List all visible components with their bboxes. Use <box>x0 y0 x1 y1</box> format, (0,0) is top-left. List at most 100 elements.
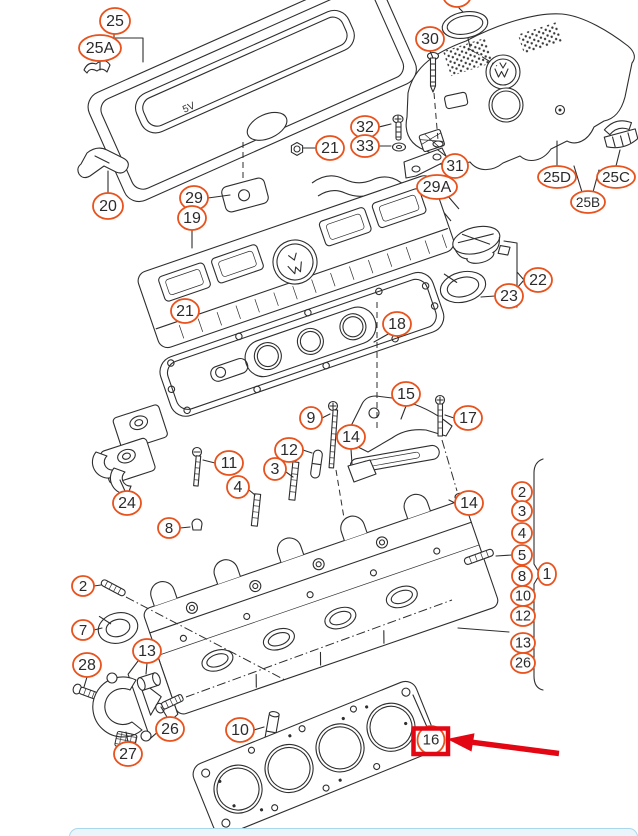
bolt-11-part <box>191 446 203 487</box>
callout-31[interactable]: 31 <box>441 153 469 179</box>
callout-26[interactable]: 26 <box>510 652 536 674</box>
callout-32[interactable]: 32 <box>350 115 380 139</box>
bolt-28-part <box>72 683 98 700</box>
callout-15[interactable]: 15 <box>391 381 421 407</box>
callout-25C[interactable]: 25C <box>596 165 636 189</box>
callout-13[interactable]: 13 <box>132 638 162 664</box>
svg-text:21: 21 <box>176 303 194 320</box>
wedge-14-part <box>347 459 377 483</box>
callout-23[interactable]: 23 <box>494 283 524 309</box>
svg-text:20: 20 <box>99 198 117 215</box>
callout-13[interactable]: 13 <box>510 632 536 654</box>
callout-25B[interactable]: 25B <box>570 190 606 214</box>
callout-24[interactable]: 24 <box>112 490 142 516</box>
svg-text:22: 22 <box>529 272 547 289</box>
callout-12[interactable]: 12 <box>510 605 536 627</box>
callout-22[interactable]: 22 <box>523 267 553 293</box>
head-stud-part <box>463 548 494 565</box>
svg-text:26: 26 <box>515 656 531 672</box>
svg-text:14: 14 <box>460 495 478 512</box>
callout-2[interactable]: 2 <box>71 575 95 597</box>
svg-text:5: 5 <box>518 547 526 564</box>
svg-text:3: 3 <box>271 461 280 478</box>
callout-25D[interactable]: 25D <box>537 165 577 189</box>
nut-21-upper <box>290 141 304 156</box>
svg-text:8: 8 <box>165 520 173 537</box>
valve-cover-part <box>137 175 460 349</box>
elbow-part <box>77 147 129 179</box>
callout-2[interactable]: 2 <box>511 481 533 503</box>
callout-10[interactable]: 10 <box>510 585 536 607</box>
cover-gasket-part <box>159 271 445 417</box>
callout-25A[interactable]: 25A <box>78 34 122 62</box>
callout-26[interactable]: 26 <box>155 716 185 742</box>
callout-27[interactable]: 27 <box>113 741 143 767</box>
bracket-29a-part <box>403 147 449 179</box>
callout-9[interactable]: 9 <box>299 406 323 430</box>
oil-cap-part <box>452 225 511 264</box>
callout-25[interactable]: 25 <box>99 7 131 35</box>
cap-8-part <box>191 518 203 531</box>
svg-text:29A: 29A <box>423 179 452 196</box>
highlight-callout-label: 16 <box>423 732 440 749</box>
callout-10[interactable]: 10 <box>225 717 255 743</box>
svg-text:3: 3 <box>518 503 526 520</box>
o-ring-seal-part <box>441 11 489 39</box>
svg-text:31: 31 <box>446 158 463 175</box>
svg-text:29: 29 <box>185 190 203 207</box>
cover-clip-part <box>603 120 638 149</box>
svg-text:33: 33 <box>356 138 374 155</box>
callout-20[interactable]: 20 <box>92 192 124 220</box>
stud-2-part <box>100 579 126 597</box>
callout-28[interactable]: 28 <box>72 652 102 678</box>
dashed-lines <box>242 92 439 519</box>
callout-7[interactable]: 7 <box>71 619 95 641</box>
gasket-plate-29-part <box>221 177 269 213</box>
svg-text:21: 21 <box>321 140 339 157</box>
callout-14[interactable]: 14 <box>336 424 366 450</box>
svg-text:12: 12 <box>280 442 298 459</box>
svg-text:28: 28 <box>78 657 96 674</box>
svg-text:30: 30 <box>421 31 439 48</box>
bush-13-part <box>136 672 161 691</box>
svg-text:14: 14 <box>342 429 360 446</box>
callout-21[interactable]: 21 <box>315 135 345 161</box>
svg-text:10: 10 <box>515 589 531 605</box>
cutoff-callout <box>443 0 471 8</box>
callout-5[interactable]: 5 <box>511 544 533 566</box>
highlight-box <box>411 726 451 757</box>
callout-12[interactable]: 12 <box>274 437 304 463</box>
svg-text:27: 27 <box>119 746 137 763</box>
svg-text:24: 24 <box>118 495 136 512</box>
callout-3[interactable]: 3 <box>263 457 287 481</box>
callout-8[interactable]: 8 <box>511 565 533 587</box>
cap-seal-part <box>439 270 487 304</box>
callout-11[interactable]: 11 <box>214 450 244 476</box>
bearing-caps-24-part <box>91 404 168 495</box>
callout-18[interactable]: 18 <box>382 311 412 337</box>
callout-8[interactable]: 8 <box>157 517 181 539</box>
leader-lines <box>83 32 621 743</box>
callout-30[interactable]: 30 <box>415 26 445 52</box>
callout-19[interactable]: 19 <box>177 205 207 231</box>
callout-29[interactable]: 29 <box>179 185 209 211</box>
rubber-mount-31-part <box>418 129 445 153</box>
callout-21[interactable]: 21 <box>170 298 200 324</box>
callout-33[interactable]: 33 <box>350 134 380 158</box>
svg-text:9: 9 <box>307 410 316 427</box>
highlight-arrow <box>447 733 560 757</box>
callout-3[interactable]: 3 <box>511 500 533 522</box>
bottom-panel-top-edge <box>69 828 638 836</box>
callout-14[interactable]: 14 <box>454 490 484 516</box>
svg-text:8: 8 <box>518 568 526 585</box>
callout-17[interactable]: 17 <box>453 405 483 431</box>
svg-text:13: 13 <box>138 643 156 660</box>
svg-text:2: 2 <box>79 578 87 595</box>
callout-4[interactable]: 4 <box>226 475 250 499</box>
callout-4[interactable]: 4 <box>511 522 533 544</box>
callout-29A[interactable]: 29A <box>416 174 458 200</box>
bolt-17-part <box>434 394 446 437</box>
callout-1[interactable]: 1 <box>537 562 557 586</box>
bolt-26-part <box>155 694 184 714</box>
